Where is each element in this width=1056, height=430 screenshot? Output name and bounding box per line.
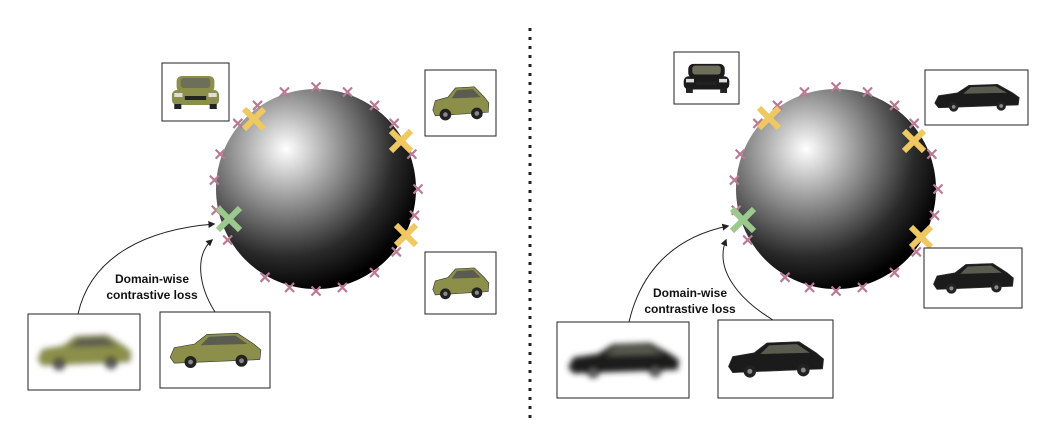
negative-sample-marker bbox=[889, 100, 900, 111]
negative-sample-marker bbox=[388, 118, 400, 129]
hard-negative-marker bbox=[908, 224, 934, 250]
negative-sample-marker bbox=[830, 285, 842, 297]
contrastive-arrow bbox=[628, 223, 730, 323]
contrastive-arrow bbox=[77, 220, 216, 315]
negative-sample-marker bbox=[232, 118, 244, 129]
negative-sample-marker bbox=[932, 183, 944, 195]
negative-sample-marker bbox=[259, 272, 271, 283]
hard-negative-marker bbox=[901, 128, 927, 154]
negative-sample-marker bbox=[862, 86, 873, 98]
negative-sample-marker bbox=[310, 285, 322, 297]
negative-sample-marker bbox=[412, 183, 424, 195]
contrastive-arrow bbox=[200, 239, 216, 313]
negative-sample-marker bbox=[409, 210, 420, 221]
negative-sample-marker bbox=[799, 86, 810, 98]
negative-sample-marker bbox=[279, 86, 290, 98]
negative-sample-marker bbox=[926, 148, 938, 160]
embedding-sphere bbox=[736, 89, 936, 289]
negative-sample-marker bbox=[830, 81, 842, 93]
contrastive-arrow bbox=[720, 238, 774, 321]
blurred-car-image bbox=[37, 334, 132, 370]
rendered-car-image bbox=[728, 341, 824, 378]
negative-sample-marker bbox=[342, 86, 353, 98]
negative-sample-marker bbox=[391, 246, 402, 258]
positive-sample-marker bbox=[729, 206, 757, 234]
negative-sample-marker bbox=[284, 282, 295, 293]
hard-negative-marker bbox=[241, 106, 267, 132]
car-view-image bbox=[432, 86, 490, 121]
loss-label-line2: contrastive loss bbox=[106, 288, 198, 302]
rendered-car-image bbox=[169, 332, 262, 368]
car-view-image bbox=[432, 267, 490, 300]
left-panel: Domain-wise contrastive loss bbox=[27, 62, 497, 391]
loss-label-line2: contrastive loss bbox=[644, 302, 736, 316]
right-panel: Domain-wise contrastive loss bbox=[556, 51, 1029, 399]
negative-sample-marker bbox=[310, 81, 322, 93]
loss-label-line1: Domain-wise bbox=[653, 286, 727, 300]
negative-sample-marker bbox=[779, 272, 791, 283]
negative-sample-marker bbox=[929, 210, 940, 221]
car-view-image bbox=[683, 63, 730, 93]
negative-sample-marker bbox=[908, 118, 920, 129]
negative-sample-marker bbox=[804, 282, 815, 293]
negative-sample-marker bbox=[729, 174, 740, 186]
negative-sample-marker bbox=[742, 234, 753, 246]
positive-sample-marker bbox=[215, 205, 243, 233]
negative-sample-marker bbox=[857, 282, 868, 293]
loss-label-line1: Domain-wise bbox=[115, 272, 189, 286]
negative-sample-marker bbox=[889, 267, 900, 278]
negative-sample-marker bbox=[209, 174, 220, 186]
negative-sample-marker bbox=[369, 100, 380, 111]
negative-sample-marker bbox=[734, 148, 746, 160]
negative-sample-marker bbox=[369, 267, 380, 278]
hard-negative-marker bbox=[393, 222, 419, 248]
car-view-image bbox=[171, 76, 220, 109]
car-view-image bbox=[934, 84, 1020, 112]
negative-sample-marker bbox=[222, 234, 233, 246]
hard-negative-marker bbox=[388, 128, 414, 154]
embedding-sphere bbox=[216, 89, 416, 289]
hard-negative-marker bbox=[756, 105, 782, 131]
blurred-car-image bbox=[568, 342, 680, 378]
car-view-image bbox=[933, 263, 1014, 294]
negative-sample-marker bbox=[337, 282, 348, 293]
negative-sample-marker bbox=[214, 148, 226, 160]
